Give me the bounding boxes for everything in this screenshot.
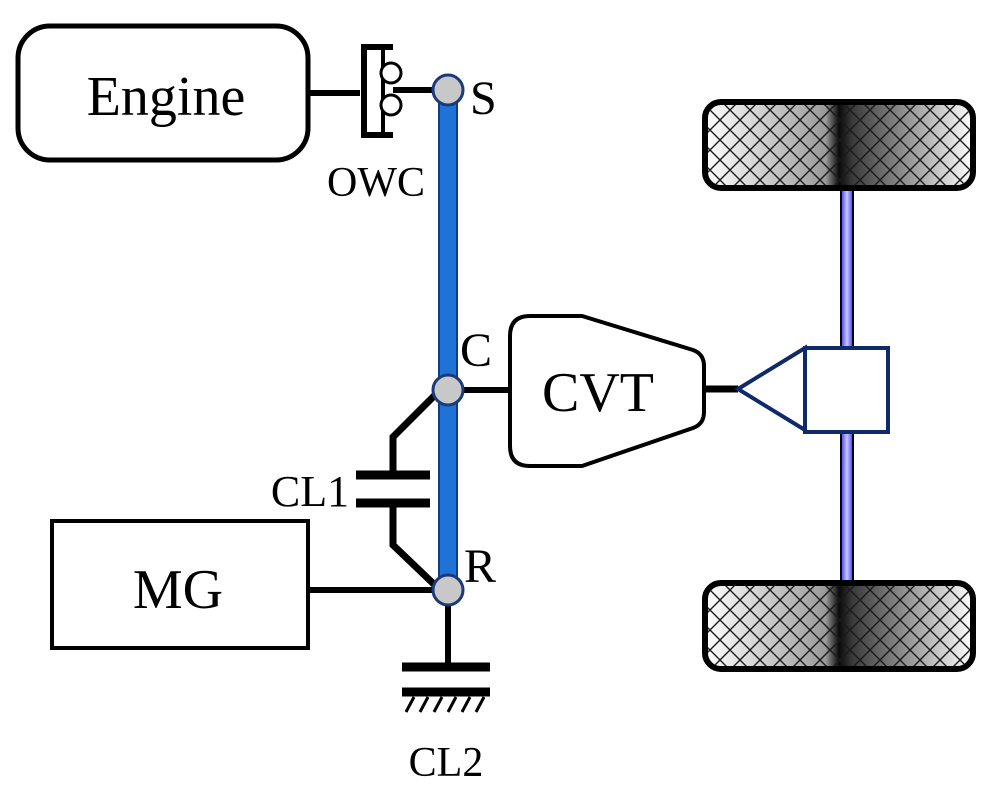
tire-crosshatch-icon	[702, 99, 976, 191]
cvt-block: CVT	[508, 314, 706, 468]
cl1-label: CL1	[271, 467, 349, 516]
brake-cl2	[402, 598, 490, 713]
ring-node	[431, 573, 465, 607]
ring-label: R	[464, 540, 496, 593]
mg-block: MG	[50, 519, 310, 650]
carrier-label: C	[460, 324, 492, 377]
sun-node	[431, 73, 465, 107]
mg-label: MG	[133, 559, 223, 621]
cl2-label: CL2	[409, 740, 484, 786]
owc-label: OWC	[327, 160, 425, 206]
sun-label: S	[470, 72, 497, 125]
engine-label: Engine	[87, 66, 246, 128]
wheel-bottom	[702, 580, 976, 672]
carrier-node	[431, 373, 465, 407]
clutch-cl1	[356, 387, 443, 593]
wheel-top	[702, 99, 976, 191]
tire-crosshatch-icon	[702, 580, 976, 672]
one-way-clutch	[361, 44, 403, 138]
planetary-lever	[438, 89, 458, 591]
differential	[734, 344, 890, 434]
ground-hatch-icon	[404, 696, 486, 713]
cvt-label: CVT	[542, 362, 654, 424]
engine-block: Engine	[15, 23, 311, 163]
